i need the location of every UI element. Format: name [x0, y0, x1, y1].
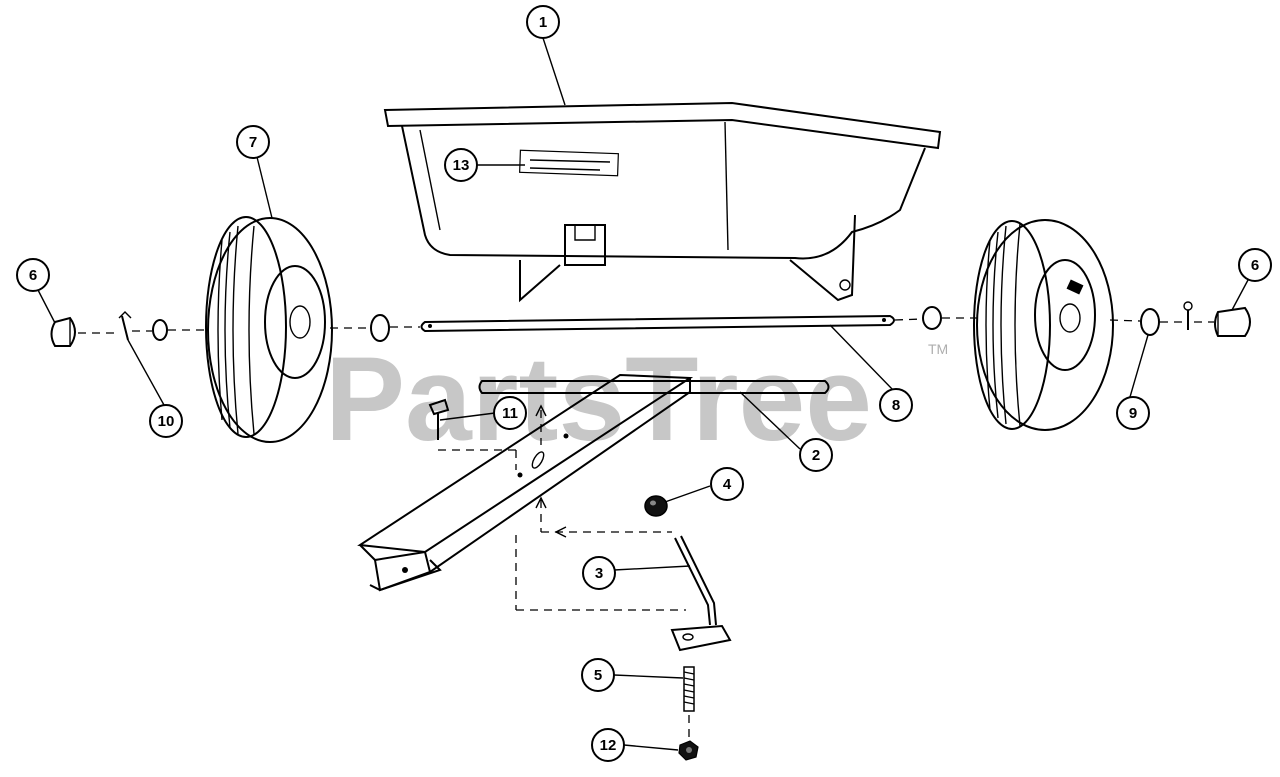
spring-bolt-part [683, 666, 695, 738]
callout-11-label: 11 [502, 405, 518, 422]
callout-7-label: 7 [249, 134, 257, 151]
callout-2-label: 2 [812, 447, 820, 464]
right-outer-washer [1140, 308, 1160, 336]
callout-1[interactable]: 1 [526, 5, 560, 39]
callout-13-label: 13 [453, 157, 470, 174]
callout-8-label: 8 [892, 397, 900, 414]
left-outer-washer [152, 319, 168, 341]
callout-9[interactable]: 9 [1116, 396, 1150, 430]
callout-13[interactable]: 13 [444, 148, 478, 182]
callout-4[interactable]: 4 [710, 467, 744, 501]
tub-part [383, 101, 942, 303]
callout-4-label: 4 [723, 476, 732, 493]
callout-6-left-label: 6 [29, 267, 37, 284]
bolt-part [428, 398, 450, 440]
callout-10[interactable]: 10 [149, 404, 183, 438]
callout-6-right[interactable]: 6 [1238, 248, 1272, 282]
cross-tube-part [478, 380, 830, 394]
callout-7[interactable]: 7 [236, 125, 270, 159]
right-hubcap-part [1214, 306, 1251, 337]
callout-6-left[interactable]: 6 [16, 258, 50, 292]
left-wheel-part [205, 216, 333, 443]
leader-lines [37, 37, 1249, 751]
left-hubcap-part [50, 316, 76, 347]
callout-9-label: 9 [1129, 405, 1137, 422]
callout-11[interactable]: 11 [493, 396, 527, 430]
callout-6-right-label: 6 [1251, 257, 1259, 274]
knob-part [644, 495, 668, 517]
callout-8[interactable]: 8 [879, 388, 913, 422]
watermark-tm: TM [928, 341, 948, 357]
right-wheel-part [973, 219, 1114, 431]
watermark: PartsTree [325, 332, 872, 466]
assembly-lines [438, 404, 686, 611]
left-cotter-pin-part [118, 311, 132, 341]
callout-2[interactable]: 2 [799, 438, 833, 472]
right-inner-washer [922, 306, 942, 330]
right-cotter-pin-part [1183, 301, 1193, 330]
callout-5-label: 5 [594, 667, 602, 684]
decal-label [519, 149, 619, 177]
callout-1-label: 1 [539, 14, 547, 31]
callout-5[interactable]: 5 [581, 658, 615, 692]
callout-3[interactable]: 3 [582, 556, 616, 590]
jack-stand-part [670, 535, 732, 652]
tongue-frame-part [357, 373, 694, 592]
callout-12-label: 12 [600, 737, 617, 754]
axle-alignment-line [78, 317, 1214, 334]
callout-12[interactable]: 12 [591, 728, 625, 762]
callout-10-label: 10 [158, 413, 175, 430]
left-inner-washer [370, 314, 390, 342]
nut-part [678, 740, 699, 761]
axle-part [420, 314, 895, 333]
callout-3-label: 3 [595, 565, 603, 582]
